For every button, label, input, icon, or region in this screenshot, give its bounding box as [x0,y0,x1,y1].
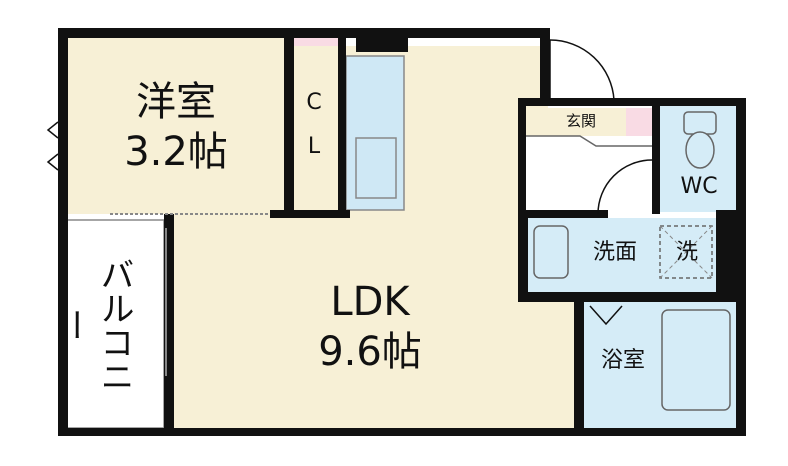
washer-cross-b [659,225,713,279]
entrance-door-swing [549,39,615,101]
bay-window-marks [46,121,59,171]
bathroom-label: 浴室 [600,348,645,373]
washroom-label: 洗面 [592,240,637,265]
toilet-bowl [685,131,715,169]
entrance-step-edge [526,135,652,147]
balcony-area [63,219,165,429]
washer-label: 洗 [675,240,698,265]
closet-label-top: C [306,90,322,115]
inner-door-swing [597,159,653,215]
balcony-label-text: バルコニー [54,257,134,393]
ldk-room-size: 9.6帖 [318,329,422,375]
washer-space [659,225,713,279]
balcony-label: バルコニー [54,250,134,400]
bath-door-mark [589,305,623,326]
toilet-tank [683,111,717,135]
wc-label: WC [680,174,718,199]
closet-label-bottom: L [307,134,321,159]
ldk-floor-lower [172,214,580,430]
western-room-name: 洋室 [136,79,216,125]
shoe-cabinet [626,108,652,136]
entrance-label: 玄関 [565,112,596,130]
sink-basin [355,137,397,199]
walls [58,28,746,436]
ldk-room-name: LDK [330,279,410,325]
bathtub [661,309,731,411]
western-room-size: 3.2帖 [124,129,228,175]
wash-basin [533,225,569,279]
